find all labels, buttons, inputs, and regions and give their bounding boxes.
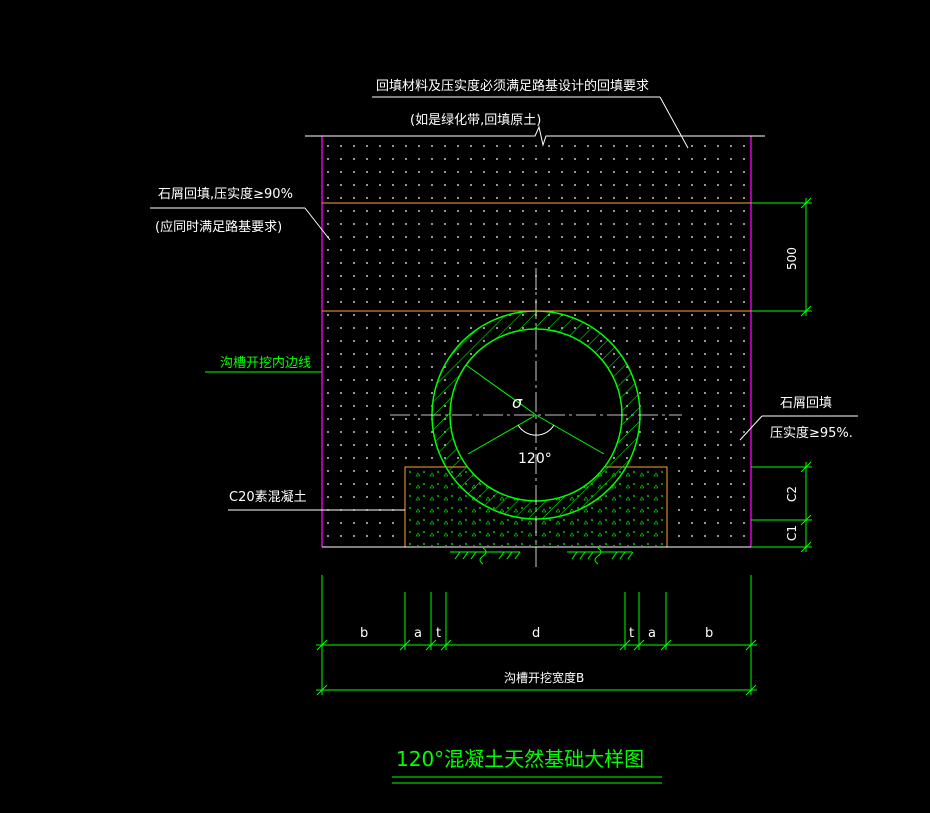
- gravel-95-note: 压实度≥95%.: [770, 425, 853, 441]
- dim-t-left: t: [436, 626, 441, 641]
- trench-walls: [305, 125, 765, 548]
- dim-b-left: b: [360, 626, 368, 641]
- dim-500-label: 500: [785, 247, 799, 270]
- dim-d: d: [532, 626, 540, 641]
- dim-c2-label: C2: [785, 486, 799, 502]
- dim-right: [751, 197, 812, 553]
- dim-bottom: [316, 575, 757, 696]
- title-underline: [392, 776, 662, 784]
- leader-gravel-95: [739, 415, 858, 441]
- dim-c1-label: C1: [785, 525, 799, 541]
- trench-edge-label: 沟槽开挖内边线: [220, 355, 311, 371]
- ground-symbol-right: [567, 547, 634, 565]
- gravel-90-note: (应同时满足路基要求): [155, 219, 282, 235]
- ground-symbol-left: [450, 547, 521, 565]
- drawing-title: 120°混凝土天然基础大样图: [396, 747, 644, 771]
- leader-gravel-90: [150, 207, 331, 241]
- angle-label: 120°: [518, 451, 552, 467]
- dim-a-right: a: [648, 626, 656, 641]
- gravel-90-label: 石屑回填,压实度≥90%: [158, 186, 293, 202]
- dim-t-right: t: [629, 626, 634, 641]
- trench-width-label: 沟槽开挖宽度B: [504, 670, 584, 685]
- dim-b-right: b: [705, 626, 713, 641]
- backfill-top-note: (如是绿化带,回填原土): [410, 112, 541, 128]
- concrete-label: C20素混凝土: [229, 489, 307, 505]
- dim-a-left: a: [414, 626, 422, 641]
- backfill-top-label: 回填材料及压实度必须满足路基设计的回填要求: [376, 78, 649, 94]
- gravel-95-label: 石屑回填: [780, 396, 832, 411]
- diameter-symbol: σ: [512, 393, 523, 412]
- leader-top: [372, 96, 689, 149]
- pipe: [390, 268, 682, 567]
